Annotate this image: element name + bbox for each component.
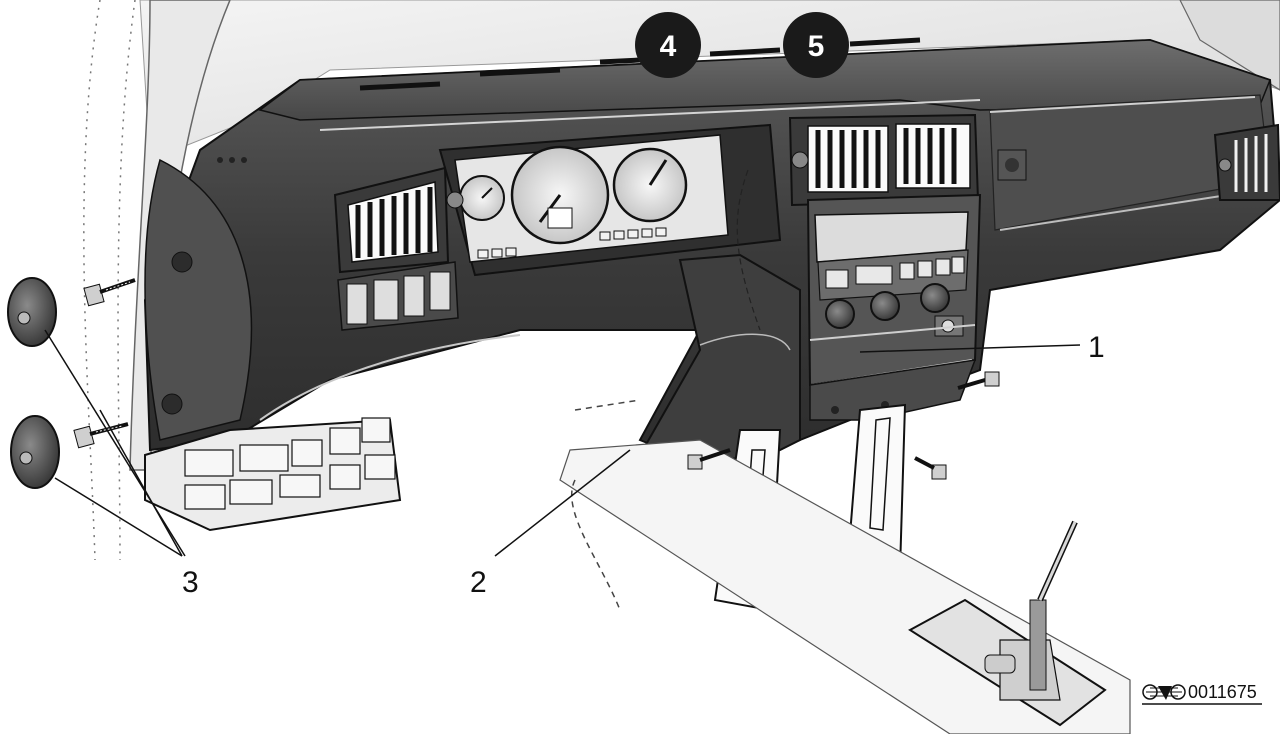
trim-caps — [7, 277, 60, 489]
svg-text:5: 5 — [808, 30, 825, 63]
screw-right-upper — [957, 371, 1000, 390]
reference-icon — [1142, 684, 1186, 700]
screw-center — [687, 448, 731, 470]
switch-panel — [337, 261, 459, 331]
center-air-vents — [788, 113, 1027, 207]
instrument-cluster — [438, 123, 782, 277]
reference-label: 0011675 — [1142, 682, 1262, 705]
heater-control-knobs — [825, 283, 950, 329]
center-console — [806, 193, 982, 421]
callout-2: 2 — [470, 566, 487, 599]
fastener-screws — [73, 278, 1000, 480]
callout-1: 1 — [1088, 331, 1105, 364]
screw-lower-left — [73, 422, 129, 449]
svg-text:4: 4 — [660, 30, 677, 63]
screw-top-left — [83, 278, 136, 307]
callout-3: 3 — [182, 566, 199, 599]
svg-text:0011675: 0011675 — [1188, 682, 1257, 702]
right-air-vent — [1213, 123, 1280, 201]
badge-5: 5 — [783, 12, 849, 78]
screw-right-lower — [914, 456, 947, 480]
cap-lower — [10, 415, 60, 489]
cap-upper — [7, 277, 57, 347]
badge-4: 4 — [635, 12, 701, 78]
gear-shift — [908, 520, 1107, 727]
warning-lamps — [477, 227, 667, 259]
dashboard-panel — [143, 37, 1280, 472]
left-air-vent — [333, 166, 464, 274]
leader-lines — [44, 329, 1081, 557]
fuse-box — [144, 417, 402, 532]
a-pillar-right — [1179, 0, 1280, 91]
